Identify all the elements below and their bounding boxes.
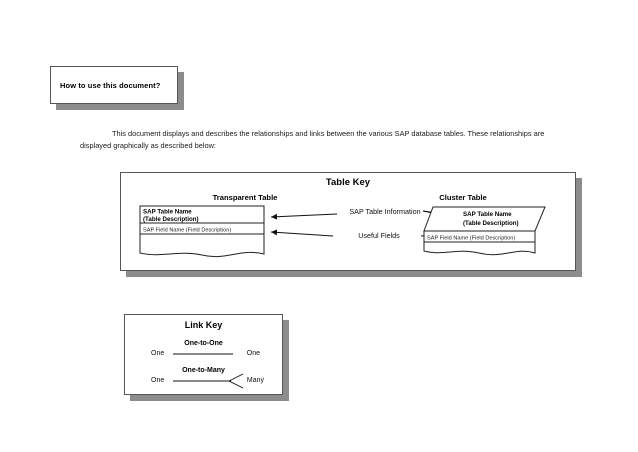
cluster-table-description: (Table Description) — [463, 220, 519, 227]
howto-box-label: How to use this document? — [60, 80, 161, 90]
one-to-one-label: One-to-One — [184, 340, 223, 347]
one-to-many-label: One-to-Many — [182, 367, 225, 374]
one-to-many-right-cardinality: Many — [246, 377, 264, 384]
transparent-table-shape: SAP Table Name (Table Description) SAP F… — [139, 205, 265, 258]
cluster-table-shape: SAP Table Name (Table Description) SAP F… — [423, 206, 546, 256]
howto-box[interactable]: How to use this document? — [50, 66, 178, 104]
cluster-table-name: SAP Table Name — [463, 211, 512, 218]
cluster-table-body-shape — [423, 230, 536, 256]
connector-label-useful-fields: Useful Fields — [358, 231, 400, 240]
connector-label-table-information: SAP Table Information — [349, 207, 420, 216]
transparent-table-heading: Transparent Table — [212, 193, 278, 202]
one-to-one-right-cardinality: One — [246, 350, 260, 357]
cluster-table-heading: Cluster Table — [439, 193, 487, 202]
one-to-many-left-cardinality: One — [151, 377, 165, 384]
cluster-table-field: SAP Field Name (Field Description) — [427, 236, 515, 242]
crows-foot-icon — [227, 373, 244, 389]
transparent-table-name: SAP Table Name — [143, 209, 192, 216]
transparent-table-field: SAP Field Name (Field Description) — [143, 228, 231, 234]
connector-line-useful-fields-left — [270, 229, 334, 237]
link-key-connector-lines — [173, 353, 244, 389]
intro-paragraph: This document displays and describes the… — [80, 129, 545, 150]
table-key-title: Table Key — [325, 177, 371, 188]
one-to-one-left-cardinality: One — [151, 350, 165, 357]
transparent-table-description: (Table Description) — [143, 216, 199, 223]
connector-line-table-information-left — [270, 213, 338, 220]
table-key-panel: Table Key Transparent Table Cluster Tabl… — [120, 172, 576, 271]
link-key-title: Link Key — [184, 320, 223, 330]
transparent-table-body — [139, 205, 265, 258]
link-key-panel: Link Key One-to-One One One One-to-Many … — [124, 314, 283, 395]
